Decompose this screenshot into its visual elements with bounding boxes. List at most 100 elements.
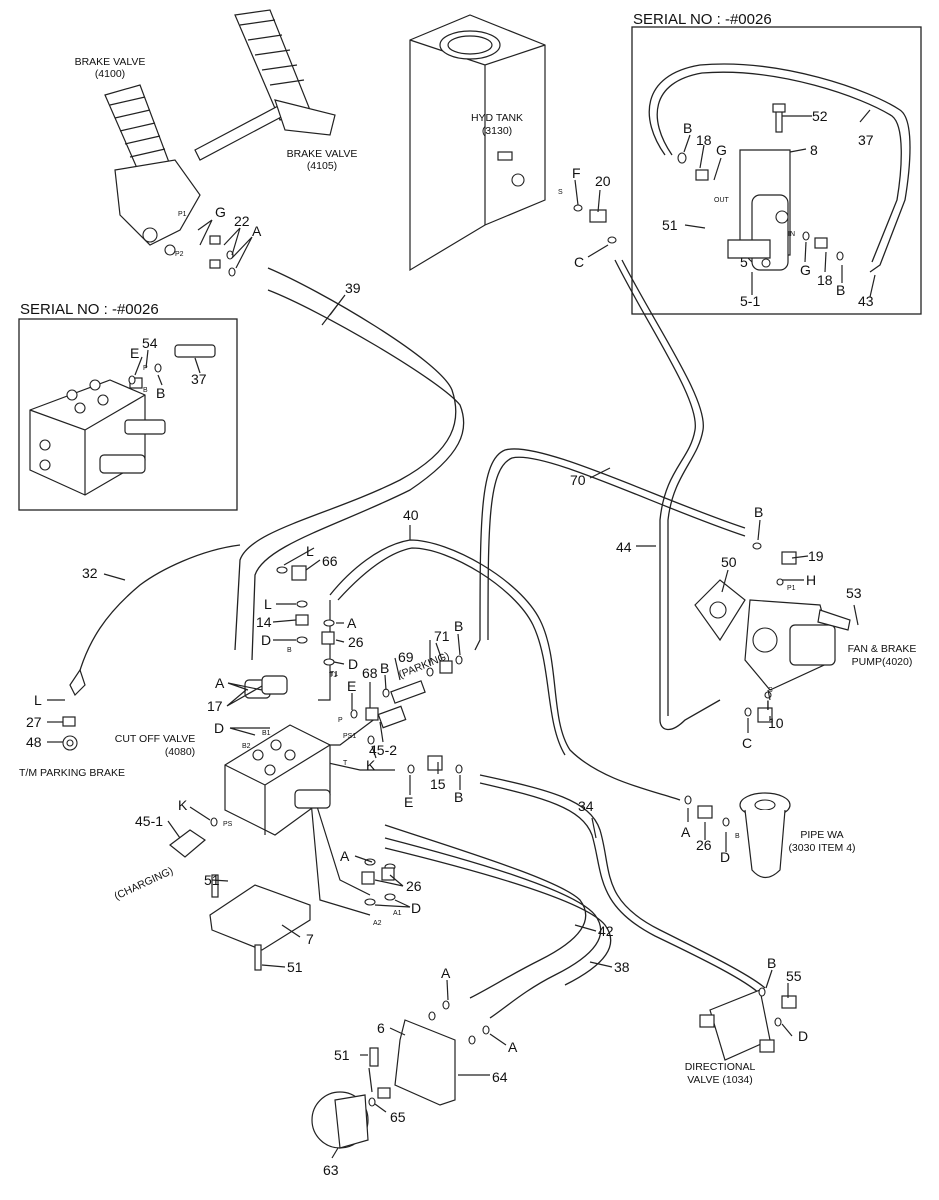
label-hyd-tank-code: (3130) <box>482 125 512 137</box>
callout: 6 <box>377 1020 385 1036</box>
callout: 20 <box>595 173 611 189</box>
callout: 15 <box>430 776 446 792</box>
leader-lines <box>47 109 876 1159</box>
cut-off-valve: B2 B1 P PS1 T PS T1 A1 A2 B <box>223 647 402 927</box>
callout: 53 <box>846 585 862 601</box>
callout: A <box>252 223 262 239</box>
label-brake-valve-4100-name: BRAKE VALVE <box>75 56 146 68</box>
callout: 64 <box>492 1069 508 1085</box>
svg-text:P2: P2 <box>175 251 184 258</box>
callout: 55 <box>786 968 802 984</box>
callout: H <box>806 572 816 588</box>
callout: F <box>572 165 581 181</box>
callout: 68 <box>362 665 378 681</box>
callout: A <box>347 615 357 631</box>
callout: 26 <box>696 837 712 853</box>
svg-text:PS: PS <box>223 821 233 828</box>
callout: 69 <box>398 649 414 665</box>
callout: D <box>348 656 358 672</box>
serial-label-top: SERIAL NO : -#0026 <box>633 11 772 28</box>
label-directional-valve-name: DIRECTIONAL <box>685 1061 756 1073</box>
callout: 14 <box>256 614 272 630</box>
label-tm-parking-brake: T/M PARKING BRAKE <box>19 767 125 779</box>
callout: D <box>411 900 421 916</box>
callout: 65 <box>390 1109 406 1125</box>
svg-text:P: P <box>143 365 148 372</box>
callout: L <box>34 692 42 708</box>
callout: 45-2 <box>369 742 397 758</box>
callout: 38 <box>614 959 630 975</box>
callout-numbers: G 22 A 39 F 20 C 52 37 B 18 G 8 51 5 G 1… <box>26 108 874 1178</box>
callout: 71 <box>434 628 450 644</box>
callout: 7 <box>306 931 314 947</box>
callout: 19 <box>808 548 824 564</box>
callout: 26 <box>406 878 422 894</box>
callout: B <box>156 385 165 401</box>
label-brake-valve-4105-code: (4105) <box>307 160 337 172</box>
callout: 17 <box>207 698 223 714</box>
callout: T1 <box>329 672 337 679</box>
callout: L <box>306 543 314 559</box>
callout: 8 <box>810 142 818 158</box>
callout: G <box>215 204 226 220</box>
serial-label-left: SERIAL NO : -#0026 <box>20 301 159 318</box>
callout: 39 <box>345 280 361 296</box>
callout: 66 <box>322 553 338 569</box>
callout: 34 <box>578 798 594 814</box>
label-fan-brake-pump-code: PUMP(4020) <box>852 656 913 668</box>
callout: D <box>720 849 730 865</box>
label-charging: (CHARGING) <box>112 865 175 903</box>
svg-text:IN: IN <box>788 231 795 238</box>
hose-routes <box>74 63 911 1019</box>
callout: 18 <box>817 272 833 288</box>
callout: L <box>264 596 272 612</box>
callout: 5 <box>740 254 748 270</box>
callout: 70 <box>570 472 586 488</box>
callout: 18 <box>696 132 712 148</box>
bracket-7 <box>209 874 311 971</box>
sensor-45-1 <box>169 829 206 858</box>
callout: 26 <box>348 634 364 650</box>
callout: 27 <box>26 714 42 730</box>
callout: C <box>574 254 584 270</box>
svg-text:S: S <box>558 189 563 196</box>
svg-text:OUT: OUT <box>714 197 730 204</box>
callout: 10 <box>768 715 784 731</box>
callout: E <box>347 678 356 694</box>
callout: 43 <box>858 293 874 309</box>
label-hyd-tank-name: HYD TANK <box>471 112 523 124</box>
callout: 48 <box>26 734 42 750</box>
callout: I <box>766 697 770 713</box>
callout: 42 <box>598 923 614 939</box>
callout: 63 <box>323 1162 339 1178</box>
callout: K <box>366 757 376 773</box>
label-directional-valve-code: VALVE (1034) <box>687 1074 753 1086</box>
label-cut-off-valve-code: (4080) <box>165 746 195 758</box>
callout: D <box>798 1028 808 1044</box>
callout: B <box>767 955 776 971</box>
svg-text:P: P <box>338 717 343 724</box>
callout: 50 <box>721 554 737 570</box>
callout: 51 <box>204 872 220 888</box>
callout: B <box>454 618 463 634</box>
callout: A <box>215 675 225 691</box>
callout: 22 <box>234 213 250 229</box>
label-pipe-wa-name: PIPE WA <box>800 829 843 841</box>
svg-text:S: S <box>768 687 773 694</box>
callout: B <box>754 504 763 520</box>
callout: D <box>261 632 271 648</box>
callout: B <box>683 120 692 136</box>
svg-text:P1: P1 <box>787 585 796 592</box>
callout: 51 <box>662 217 678 233</box>
label-cut-off-valve-name: CUT OFF VALVE <box>115 733 196 745</box>
svg-text:T: T <box>343 760 348 767</box>
callout: B <box>380 660 389 676</box>
callout: E <box>404 794 413 810</box>
callout: E <box>130 345 139 361</box>
callout: A <box>508 1039 518 1055</box>
directional-valve <box>699 989 775 1061</box>
label-fan-brake-pump-name: FAN & BRAKE <box>848 643 917 655</box>
callout: K <box>178 797 188 813</box>
label-brake-valve-4100-code: (4100) <box>95 68 125 80</box>
